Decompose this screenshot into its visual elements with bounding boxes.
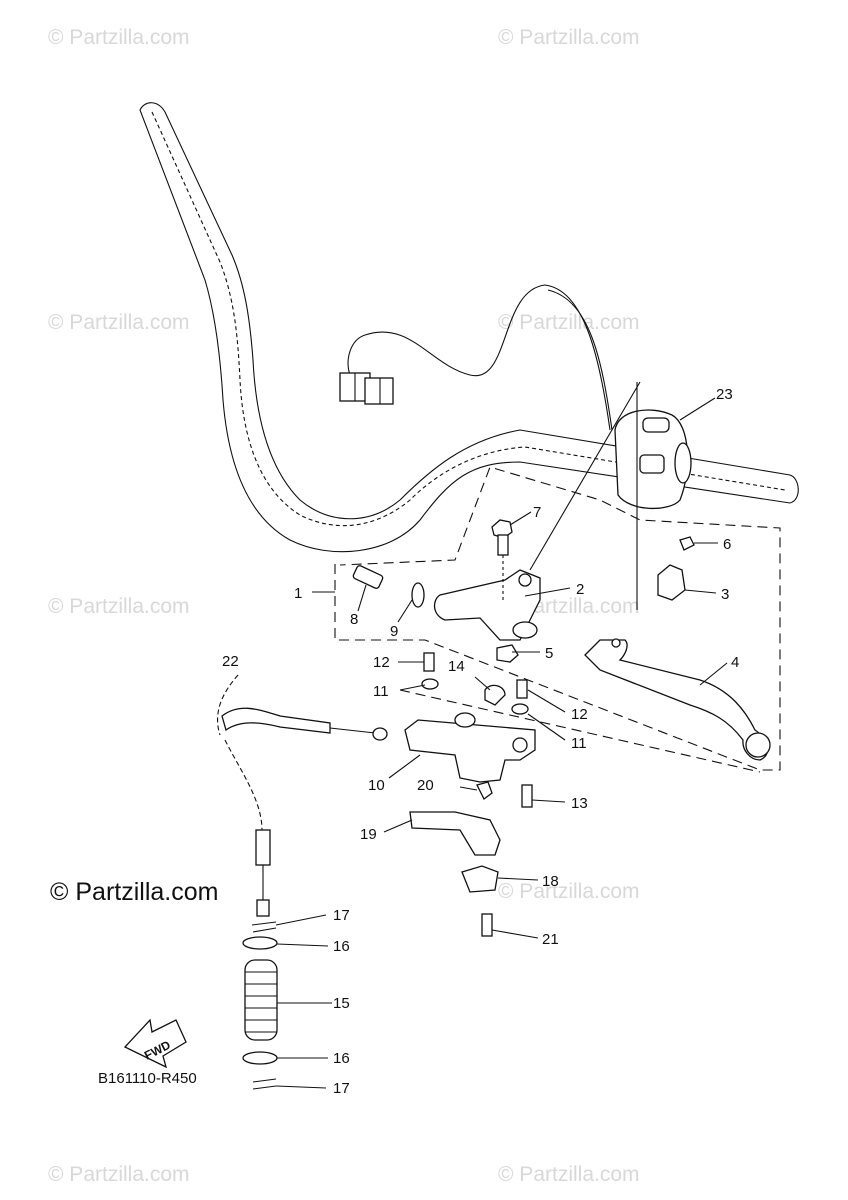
callout-15: 15 <box>333 995 350 1012</box>
pivot-bolt <box>491 519 513 600</box>
handlebar-switch <box>614 409 692 510</box>
callout-11: 11 <box>373 683 389 700</box>
clutch-lever <box>584 638 771 761</box>
callout-6: 6 <box>723 536 731 553</box>
callout-5: 5 <box>545 645 553 662</box>
callout-11: 11 <box>571 735 587 752</box>
callout-12: 12 <box>373 654 390 671</box>
callout-4: 4 <box>731 654 739 671</box>
callout-16: 16 <box>333 938 350 955</box>
handlebar <box>139 102 799 553</box>
return-spring <box>242 921 278 1090</box>
lever-holder <box>404 712 536 783</box>
callout-21: 21 <box>542 931 559 948</box>
callout-7: 7 <box>533 504 541 521</box>
switch-wire <box>347 284 611 431</box>
lever-clamp <box>657 536 695 601</box>
clutch-cable <box>216 674 388 917</box>
watermark: © Partzilla.com <box>48 311 190 334</box>
callout-20: 20 <box>417 777 434 794</box>
forward-arrow-icon: FWD <box>123 1018 187 1069</box>
mount-plate <box>461 865 499 937</box>
watermark: © Partzilla.com <box>48 595 190 618</box>
callout-13: 13 <box>571 795 588 812</box>
callout-2: 2 <box>576 581 584 598</box>
callout-17: 17 <box>333 907 350 924</box>
callout-14: 14 <box>448 658 465 675</box>
wire-connector <box>339 372 394 405</box>
callout-10: 10 <box>368 777 385 794</box>
callout-1: 1 <box>294 585 302 602</box>
assembly-outline <box>334 466 781 771</box>
watermark: © Partzilla.com <box>48 26 190 49</box>
callout-9: 9 <box>390 623 398 640</box>
adjuster-bolt <box>352 565 425 608</box>
lever-nut <box>496 644 519 663</box>
brand-label: © Partzilla.com <box>50 878 219 906</box>
callout-16: 16 <box>333 1050 350 1067</box>
watermark: © Partzilla.com <box>498 311 640 334</box>
callout-12: 12 <box>571 706 588 723</box>
diagram-code: B161110-R450 <box>98 1070 197 1087</box>
watermark: © Partzilla.com <box>498 880 640 903</box>
watermark: © Partzilla.com <box>498 1163 640 1186</box>
callout-22: 22 <box>222 653 239 670</box>
callout-23: 23 <box>716 386 733 403</box>
callout-18: 18 <box>542 873 559 890</box>
pivot-arm <box>409 781 501 856</box>
leader-lines <box>275 397 728 1089</box>
callout-8: 8 <box>350 611 358 628</box>
callout-19: 19 <box>360 826 377 843</box>
lever-bracket <box>433 569 541 641</box>
callout-17: 17 <box>333 1080 350 1097</box>
callout-labels: 1 2 3 4 5 6 7 8 9 10 11 11 12 12 13 14 1… <box>222 386 739 1097</box>
watermark: © Partzilla.com <box>498 26 640 49</box>
watermark: © Partzilla.com <box>48 1163 190 1186</box>
callout-3: 3 <box>721 586 729 603</box>
